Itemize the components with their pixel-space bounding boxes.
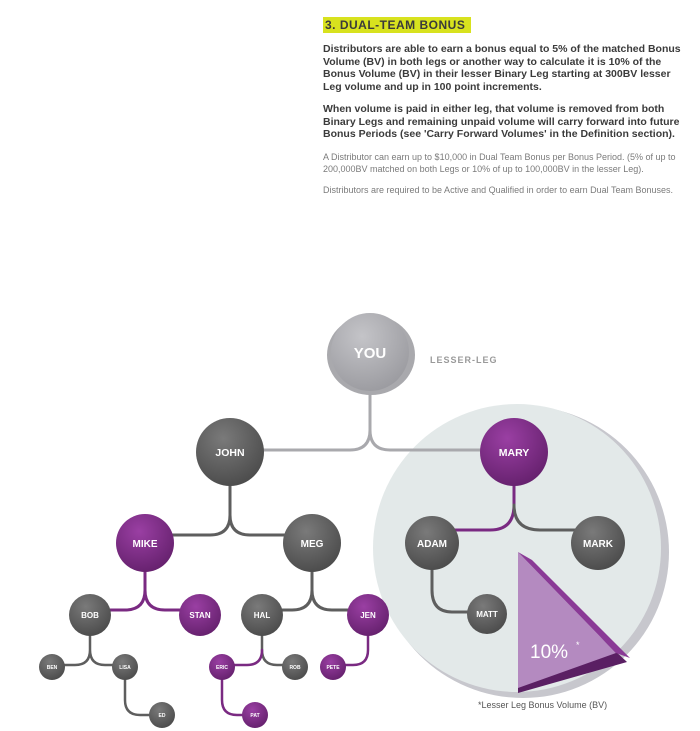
lesser-leg-label: LESSER-LEG: [430, 355, 498, 365]
bonus-description: 3. DUAL-TEAM BONUS Distributors are able…: [323, 16, 683, 205]
svg-text:BEN: BEN: [47, 665, 58, 671]
svg-text:HAL: HAL: [254, 611, 271, 620]
connector-bob-children: [50, 628, 127, 667]
paragraph-earning-cap: A Distributor can earn up to $10,000 in …: [323, 151, 676, 174]
connector-hal-eric: [220, 648, 264, 667]
connector-john-children: [148, 478, 307, 537]
node-pat: PAT: [242, 702, 268, 728]
node-jen: JEN: [347, 594, 389, 636]
node-eric: ERIC: [209, 654, 235, 680]
svg-text:BOB: BOB: [81, 611, 99, 620]
percent-label: 10% *: [530, 640, 580, 663]
node-mary: MARY: [480, 418, 548, 486]
node-meg: MEG: [283, 514, 341, 572]
paragraph-carry-forward: When volume is paid in either leg, that …: [323, 103, 680, 140]
connector-meg-children: [258, 568, 367, 612]
svg-text:PAT: PAT: [250, 713, 259, 719]
svg-text:MARY: MARY: [499, 447, 530, 459]
connector-mary-mark: [512, 503, 597, 532]
node-mike: MIKE: [116, 514, 174, 572]
svg-text:ROB: ROB: [289, 665, 301, 671]
tree-connectors: [50, 370, 597, 717]
node-stan: STAN: [179, 594, 221, 636]
svg-text:ADAM: ADAM: [417, 539, 447, 550]
node-hal: HAL: [241, 594, 283, 636]
svg-text:YOU: YOU: [354, 345, 387, 362]
percent-wedge: [518, 552, 630, 693]
svg-text:PETE: PETE: [326, 665, 340, 671]
svg-text:MATT: MATT: [476, 610, 498, 619]
connector-mike-children: [88, 568, 197, 612]
connector-eric-pat: [220, 670, 257, 717]
svg-text:10%: 10%: [530, 642, 568, 663]
node-lisa: LISA: [112, 654, 138, 680]
connector-lisa-ed: [123, 670, 162, 717]
section-heading: 3. DUAL-TEAM BONUS: [323, 17, 472, 33]
svg-text:STAN: STAN: [189, 611, 210, 620]
connector-you-trunk: [228, 370, 487, 452]
svg-text:MEG: MEG: [301, 539, 324, 550]
svg-text:JEN: JEN: [360, 611, 376, 620]
svg-text:*: *: [576, 640, 580, 650]
svg-text:ED: ED: [159, 713, 166, 719]
svg-text:JOHN: JOHN: [215, 447, 244, 459]
svg-text:ERIC: ERIC: [216, 665, 228, 671]
node-you: YOU: [327, 313, 415, 395]
node-ed: ED: [149, 702, 175, 728]
node-matt: MATT: [467, 594, 507, 634]
node-john: JOHN: [196, 418, 264, 486]
connector-adam-matt: [430, 563, 487, 614]
node-mark: MARK: [571, 516, 625, 570]
svg-text:LISA: LISA: [119, 665, 131, 671]
svg-text:MARK: MARK: [583, 539, 614, 550]
svg-text:MIKE: MIKE: [133, 539, 158, 550]
node-rob: ROB: [282, 654, 308, 680]
paragraph-bonus-calculation: Distributors are able to earn a bonus eq…: [323, 43, 681, 93]
node-adam: ADAM: [405, 516, 459, 570]
footnote: *Lesser Leg Bonus Volume (BV): [478, 700, 608, 710]
node-bob: BOB: [69, 594, 111, 636]
connector-jen-pete: [331, 628, 370, 667]
node-pete: PETE: [320, 654, 346, 680]
paragraph-qualification: Distributors are required to be Active a…: [323, 184, 674, 195]
node-ben: BEN: [39, 654, 65, 680]
